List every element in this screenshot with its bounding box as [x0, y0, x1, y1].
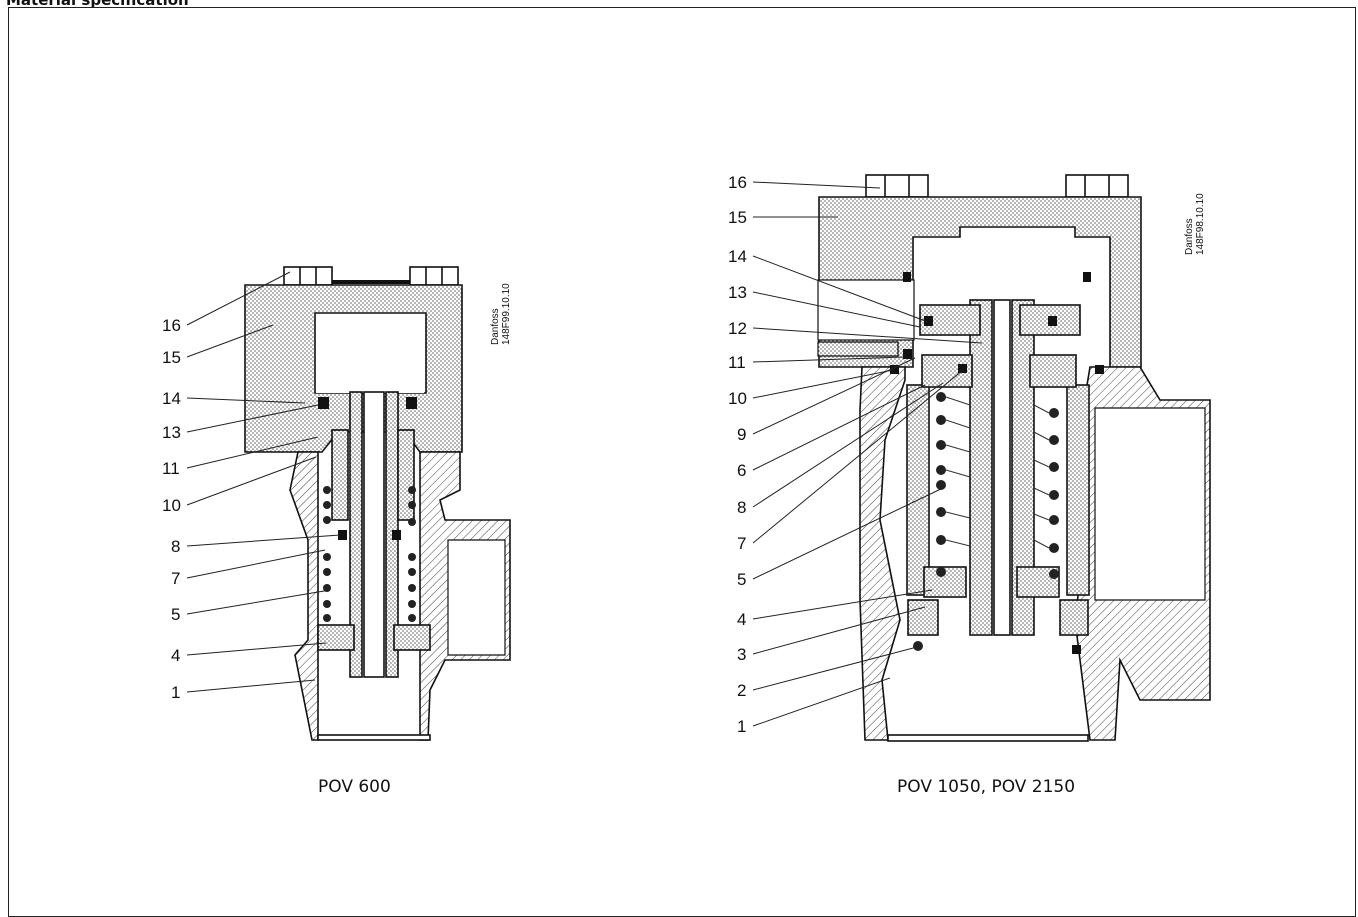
callout-8: 8 — [737, 498, 746, 517]
callout-5: 5 — [737, 570, 746, 589]
pov600-labels: 16 15 14 13 11 10 8 7 5 4 1 — [162, 316, 181, 702]
pov600-body — [289, 451, 319, 741]
callout-7: 7 — [737, 534, 746, 553]
pov1050-body — [859, 366, 906, 741]
drawing-code-number: 148F99.10.10 — [501, 283, 512, 345]
section-title: Material specification — [6, 0, 189, 9]
caption-pov1050: POV 1050, POV 2150 — [897, 777, 1076, 797]
callout-15: 15 — [728, 208, 747, 227]
callout-8: 8 — [171, 537, 180, 556]
callout-16: 16 — [728, 173, 747, 192]
callout-10: 10 — [162, 496, 181, 515]
callout-10: 10 — [728, 389, 747, 408]
callout-9: 9 — [737, 425, 746, 444]
callout-14: 14 — [162, 389, 181, 408]
callout-6: 6 — [737, 461, 746, 480]
pov1050-drawing-code: Danfoss 148F98.10.10 — [1184, 193, 1206, 255]
caption-pov600: POV 600 — [318, 777, 391, 797]
callout-13: 13 — [162, 423, 181, 442]
callout-11: 11 — [728, 353, 746, 372]
callout-4: 4 — [737, 610, 746, 629]
pov1050-bolts — [865, 174, 1129, 198]
callout-5: 5 — [171, 605, 180, 624]
callout-11: 11 — [162, 459, 180, 478]
callout-1: 1 — [737, 717, 746, 736]
drawing-code-number: 148F98.10.10 — [1195, 193, 1206, 255]
pov600-leaders — [186, 271, 341, 693]
pov600-valve — [244, 266, 511, 741]
pov600-drawing-code: Danfoss 148F99.10.10 — [490, 283, 512, 345]
callout-3: 3 — [737, 645, 746, 664]
callout-13: 13 — [728, 283, 747, 302]
drawing-code-brand: Danfoss — [1184, 218, 1195, 255]
callout-15: 15 — [162, 348, 181, 367]
callout-14: 14 — [728, 247, 747, 266]
callout-2: 2 — [737, 681, 746, 700]
callout-4: 4 — [171, 646, 180, 665]
pov600-bolts — [283, 266, 459, 286]
pov1050-labels: 16 15 14 13 12 11 10 9 6 8 7 5 4 3 2 1 — [728, 173, 747, 736]
callout-1: 1 — [171, 683, 180, 702]
callout-16: 16 — [162, 316, 181, 335]
callout-7: 7 — [171, 569, 180, 588]
drawing-code-brand: Danfoss — [490, 308, 501, 345]
pov1050-valve — [817, 174, 1211, 742]
callout-12: 12 — [728, 319, 747, 338]
pov1050-leaders — [752, 181, 983, 727]
